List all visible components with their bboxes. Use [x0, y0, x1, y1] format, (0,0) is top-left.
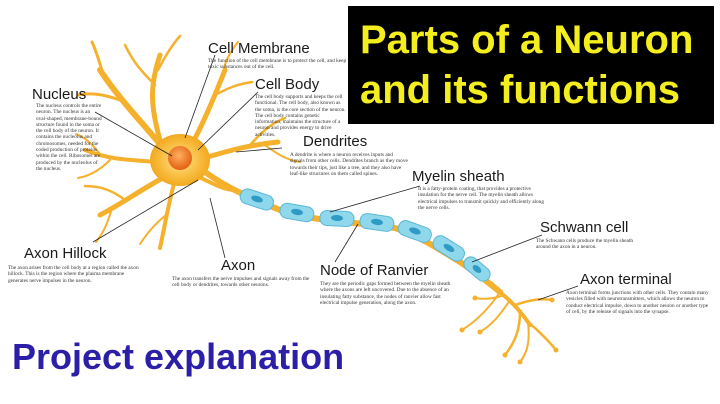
desc-node-of-ranvier: They are the periodic gaps formed betwee… — [320, 281, 451, 306]
label-node-of-ranvier: Node of Ranvier — [320, 262, 429, 279]
desc-myelin-sheath: It is a fatty-protein coating, that prov… — [418, 186, 544, 211]
title-line-2: and its functions — [360, 68, 680, 112]
label-axon-hillock: Axon Hillock — [24, 245, 107, 262]
axon-terminal-branches — [461, 286, 558, 363]
label-cell-membrane: Cell Membrane — [208, 40, 310, 57]
title-banner: Parts of a Neuron and its functions — [348, 6, 714, 124]
desc-axon: The axon transfers the nerve impulses an… — [172, 276, 310, 289]
label-axon: Axon — [221, 257, 256, 274]
myelin-sheath-segments — [239, 188, 491, 282]
desc-dendrites: A dendrite is where a neuron receives in… — [290, 152, 408, 177]
footer-title: Project explanation — [12, 336, 345, 377]
axon-terminal-knobs — [459, 295, 559, 365]
label-myelin-sheath: Myelin sheath — [412, 168, 505, 185]
label-nucleus: Nucleus — [32, 86, 87, 103]
desc-cell-membrane: The function of the cell membrane is to … — [208, 58, 347, 71]
label-cell-body: Cell Body — [255, 76, 320, 93]
desc-axon-terminal: Axon terminal forms junctions with other… — [566, 290, 709, 315]
desc-cell-body: The cell body supports and keeps the cel… — [255, 94, 346, 138]
label-axon-terminal: Axon terminal — [580, 271, 672, 288]
leader-lines — [92, 54, 579, 301]
desc-axon-hillock: The axon arises from the cell body at a … — [8, 265, 139, 284]
desc-schwann-cell: The Schwann cells produce the myelin she… — [536, 238, 634, 251]
nucleus-shape — [168, 146, 192, 170]
label-dendrites: Dendrites — [303, 133, 368, 150]
dendrites-branches — [75, 34, 301, 250]
title-line-1: Parts of a Neuron — [360, 18, 694, 62]
desc-nucleus: The nucleus controls the entire neuron. … — [36, 103, 102, 172]
label-schwann-cell: Schwann cell — [540, 219, 629, 236]
